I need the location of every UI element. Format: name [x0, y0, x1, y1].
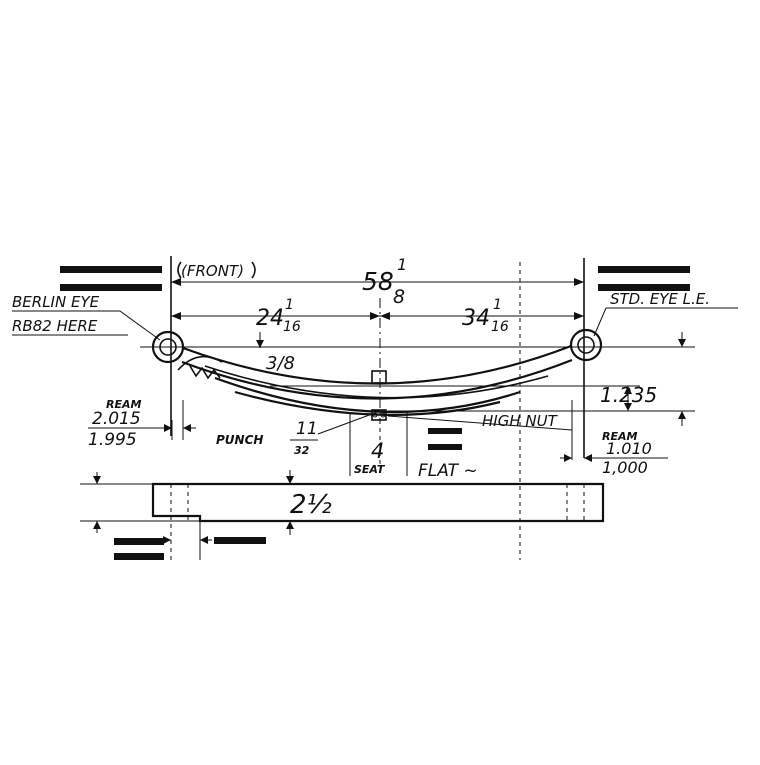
right-ream-arrows [560, 454, 600, 462]
redaction-middle [428, 428, 462, 450]
rear-length-whole: 34 [462, 306, 490, 331]
rear-length-num: 1 [493, 297, 502, 313]
left-ream-label: REAM [106, 398, 141, 411]
left-ream-arrows [150, 424, 196, 432]
berlin-eye-label: BERLIN EYE [12, 293, 100, 311]
overall-length-whole: 58 [362, 267, 394, 296]
rb82-label: RB82 HERE [12, 317, 98, 335]
flat-label: FLAT ~ [418, 461, 478, 481]
overall-length-dimension [170, 256, 585, 458]
arch-label: 1.235 [600, 383, 657, 407]
arch-dimension [624, 332, 686, 426]
front-length-num: 1 [285, 297, 294, 313]
redaction-top-right [598, 266, 690, 291]
width-label: 2½ [290, 490, 332, 520]
front-length-den: 16 [283, 319, 301, 335]
front-length-whole: 24 [256, 306, 284, 331]
seat-dimension [349, 412, 408, 476]
left-ream-min: 1.995 [88, 430, 137, 450]
std-eye-label: STD. EYE L.E. [610, 290, 710, 308]
spring-leaves [177, 344, 573, 421]
seat-label: SEAT [354, 463, 386, 476]
high-nut-label: HIGH NUT [482, 412, 559, 430]
punch-size-den: 32 [294, 444, 310, 457]
spring-eye-right [569, 328, 603, 362]
redaction-bottom [114, 537, 266, 560]
punch-label: PUNCH [216, 433, 263, 447]
left-ream-max: 2.015 [92, 409, 141, 429]
right-ream-label: REAM [602, 430, 637, 443]
rear-length-den: 16 [491, 319, 509, 335]
redaction-top-left [60, 266, 162, 291]
thickness-label: 3/8 [266, 353, 295, 374]
punch-size-num: 11 [296, 419, 318, 439]
seat-value: 4 [371, 439, 384, 463]
front-rear-dimension [171, 298, 584, 420]
right-ream-min: 1,000 [602, 458, 648, 477]
overall-length-den: 8 [393, 286, 405, 308]
front-label: (FRONT) [181, 262, 244, 280]
thickness-dimension [256, 332, 264, 348]
overall-length-num: 1 [397, 255, 407, 274]
right-ream-max: 1.010 [606, 439, 652, 458]
spring-plan-view [80, 470, 605, 560]
